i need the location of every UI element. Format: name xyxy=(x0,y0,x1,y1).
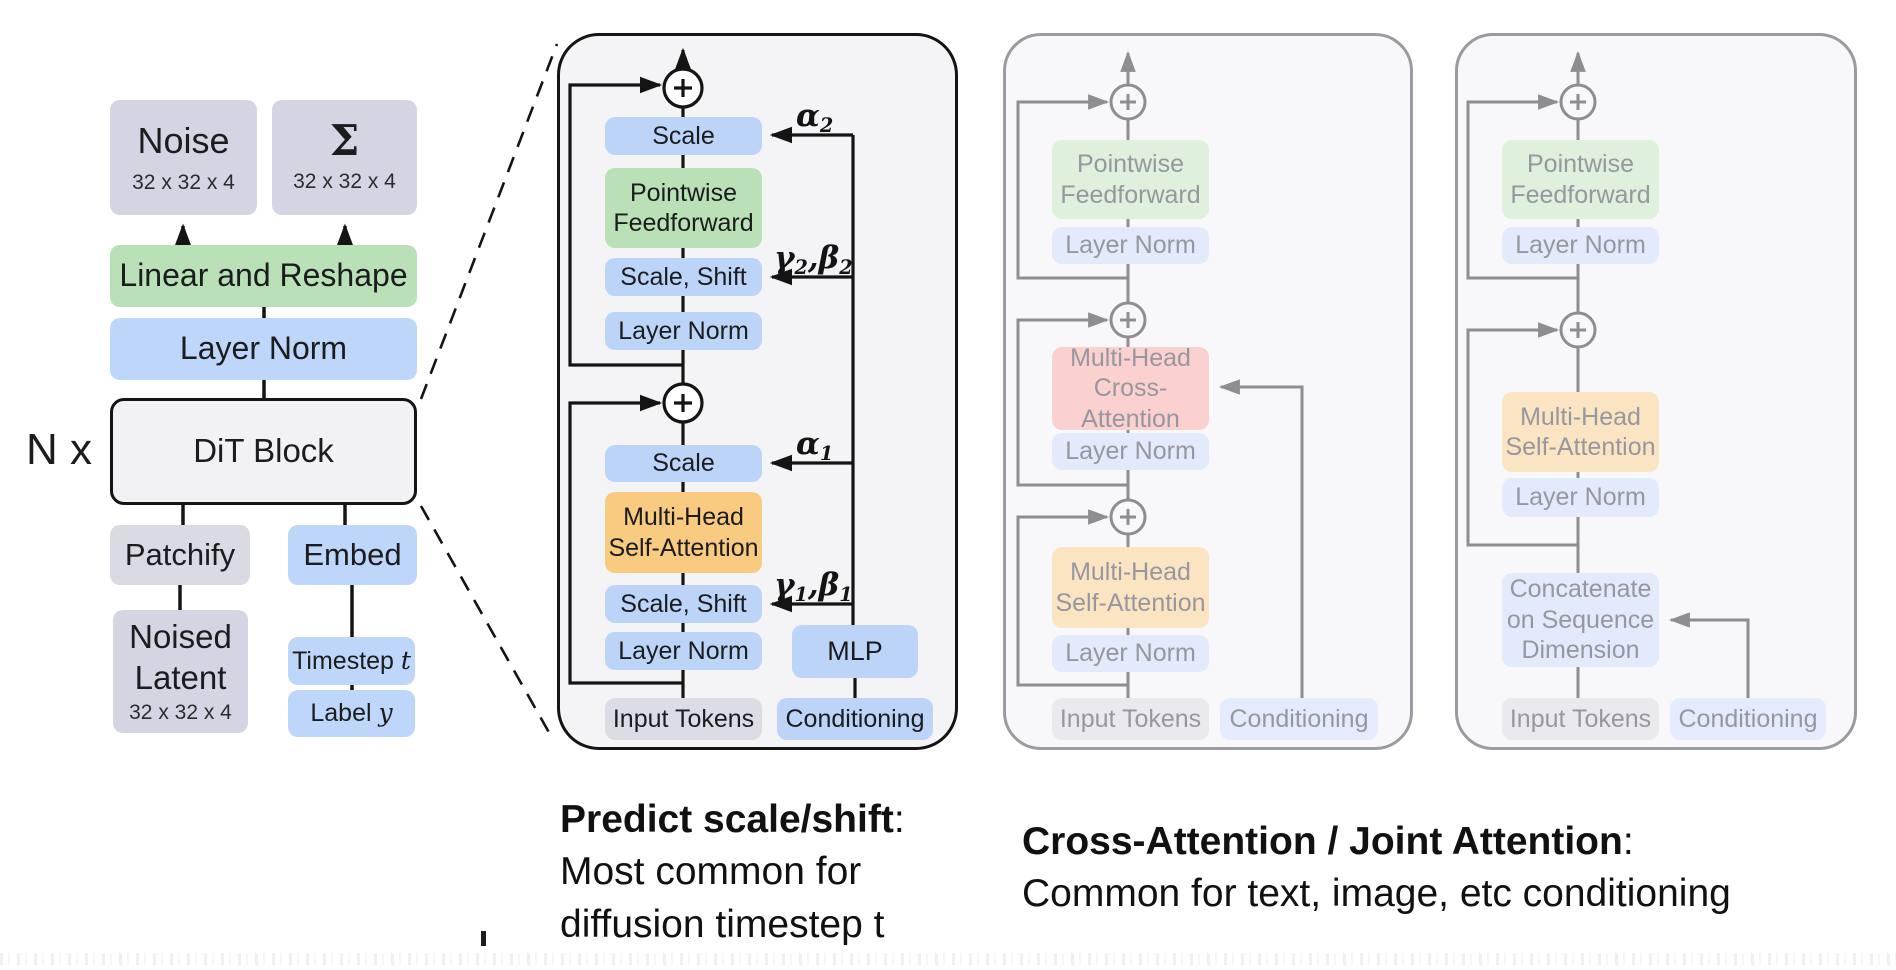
adaln-scale-shift-bottom-box: Scale, Shift xyxy=(605,585,762,623)
label-y-var: y xyxy=(378,698,393,728)
cross-joint-attention-caption: Cross-Attention / Joint Attention: Commo… xyxy=(1022,816,1782,921)
adaln-scale-shift-top-box: Scale, Shift xyxy=(605,258,762,296)
sigma-dims: 32 x 32 x 4 xyxy=(293,170,396,194)
joint-multi-head-self-attention-box: Multi-Head Self-Attention xyxy=(1502,392,1659,472)
sigma-label: Σ xyxy=(329,116,360,166)
cropped-glyph-artifact xyxy=(481,931,486,946)
xattn-multi-head-self-attention-box: Multi-Head Self-Attention xyxy=(1052,547,1209,628)
layer-norm-box: Layer Norm xyxy=(110,318,417,380)
noised-latent-dims: 32 x 32 x 4 xyxy=(129,700,232,724)
joint-pointwise-feedforward-box: Pointwise Feedforward xyxy=(1502,140,1659,219)
adaln-scale-bottom-box: Scale xyxy=(605,445,762,482)
label-y-label: Label xyxy=(310,699,379,728)
joint-conditioning-box: Conditioning xyxy=(1670,698,1826,740)
n-times-label: N x xyxy=(26,425,92,474)
xattn-input-tokens-box: Input Tokens xyxy=(1052,698,1209,740)
joint-input-tokens-box: Input Tokens xyxy=(1502,698,1659,740)
joint-layer-norm-2-box: Layer Norm xyxy=(1502,478,1659,517)
sigma-output-box: Σ 32 x 32 x 4 xyxy=(272,100,417,215)
label-y-box: Label y xyxy=(288,690,415,737)
embed-box: Embed xyxy=(288,525,417,585)
adaln-layer-norm-bottom-box: Layer Norm xyxy=(605,632,762,670)
predict-scale-shift-caption: Predict scale/shift: Most common for dif… xyxy=(560,794,1030,951)
timestep-label: Timestep xyxy=(292,646,401,675)
caption-left-body: Most common for diffusion timestep t xyxy=(560,850,885,946)
gamma1-beta1-label: γ1,β1 xyxy=(774,567,853,606)
caption-right-title: Cross-Attention / Joint Attention xyxy=(1022,820,1623,863)
dit-block-box: DiT Block xyxy=(110,398,417,505)
alpha1-label: α1 xyxy=(796,426,834,465)
patchify-box: Patchify xyxy=(110,525,250,585)
caption-right-body: Common for text, image, etc conditioning xyxy=(1022,872,1731,916)
adaln-multi-head-self-attention-box: Multi-Head Self-Attention xyxy=(605,492,762,573)
adaln-pointwise-feedforward-box: Pointwise Feedforward xyxy=(605,168,762,248)
adaln-layer-norm-top-box: Layer Norm xyxy=(605,312,762,350)
gamma2-beta2-label: γ2,β2 xyxy=(774,240,853,279)
adaln-mlp-box: MLP xyxy=(792,625,918,678)
adaln-conditioning-box: Conditioning xyxy=(777,698,933,740)
adaln-input-tokens-box: Input Tokens xyxy=(605,698,762,740)
adaln-scale-top-box: Scale xyxy=(605,117,762,155)
xattn-layer-norm-2-box: Layer Norm xyxy=(1052,433,1209,470)
joint-concatenate-box: Concatenate on Sequence Dimension xyxy=(1502,573,1659,667)
cropped-text-artifact xyxy=(0,953,1896,965)
alpha2-label: α2 xyxy=(796,98,834,137)
joint-layer-norm-1-box: Layer Norm xyxy=(1502,227,1659,264)
noise-output-box: Noise 32 x 32 x 4 xyxy=(110,100,257,215)
xattn-conditioning-box: Conditioning xyxy=(1220,698,1378,740)
noised-latent-box: Noised Latent 32 x 32 x 4 xyxy=(113,610,248,733)
caption-left-title: Predict scale/shift xyxy=(560,798,894,841)
noise-dims: 32 x 32 x 4 xyxy=(132,171,235,195)
noise-label: Noise xyxy=(137,120,230,162)
linear-reshape-box: Linear and Reshape xyxy=(110,245,417,307)
timestep-var: t xyxy=(400,645,411,675)
timestep-box: Timestep t xyxy=(288,637,415,685)
xattn-pointwise-feedforward-box: Pointwise Feedforward xyxy=(1052,140,1209,219)
xattn-layer-norm-3-box: Layer Norm xyxy=(1052,635,1209,672)
xattn-layer-norm-1-box: Layer Norm xyxy=(1052,227,1209,264)
zoom-dashed-lines xyxy=(419,43,559,737)
noised-latent-label: Noised Latent xyxy=(129,618,232,696)
xattn-multi-head-cross-attention-box: Multi-Head Cross-Attention xyxy=(1052,344,1209,433)
